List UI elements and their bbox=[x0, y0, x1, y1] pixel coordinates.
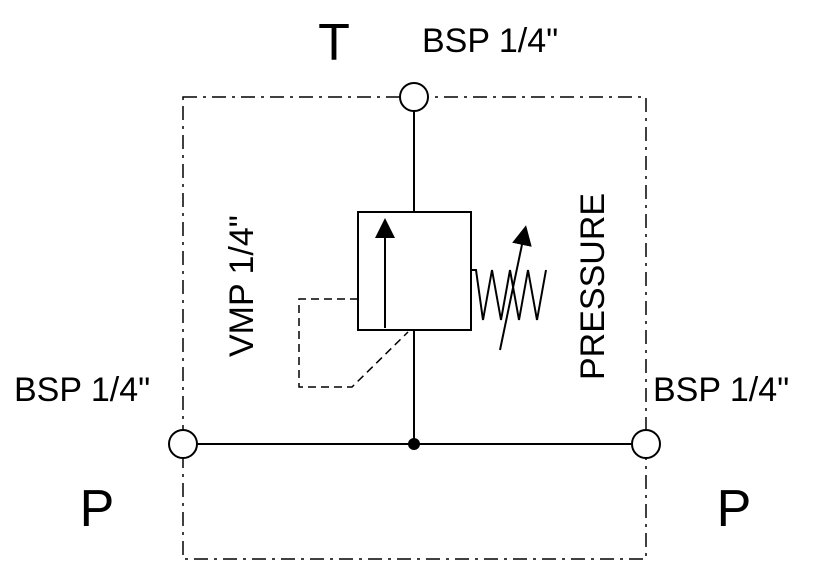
adjustment-arrow-icon bbox=[499, 225, 532, 351]
port-p-left-letter: P bbox=[80, 480, 115, 538]
port-p-left-thread-label: BSP 1/4" bbox=[14, 371, 150, 409]
port-t-thread-label: BSP 1/4" bbox=[422, 22, 558, 60]
junction-dot bbox=[408, 438, 420, 450]
port-p-right-letter: P bbox=[717, 480, 752, 538]
valve-model-label: VMP 1/4" bbox=[223, 215, 261, 357]
spring-icon bbox=[471, 269, 547, 321]
port-p-left-circle bbox=[168, 429, 198, 459]
port-p-right-circle bbox=[631, 429, 661, 459]
port-t-letter: T bbox=[318, 14, 350, 72]
port-t-circle bbox=[399, 82, 429, 112]
valve-function-label: PRESSURE bbox=[574, 193, 612, 380]
port-p-right-thread-label: BSP 1/4" bbox=[653, 371, 789, 409]
relief-valve-envelope bbox=[357, 211, 472, 331]
pilot-line bbox=[298, 298, 409, 388]
